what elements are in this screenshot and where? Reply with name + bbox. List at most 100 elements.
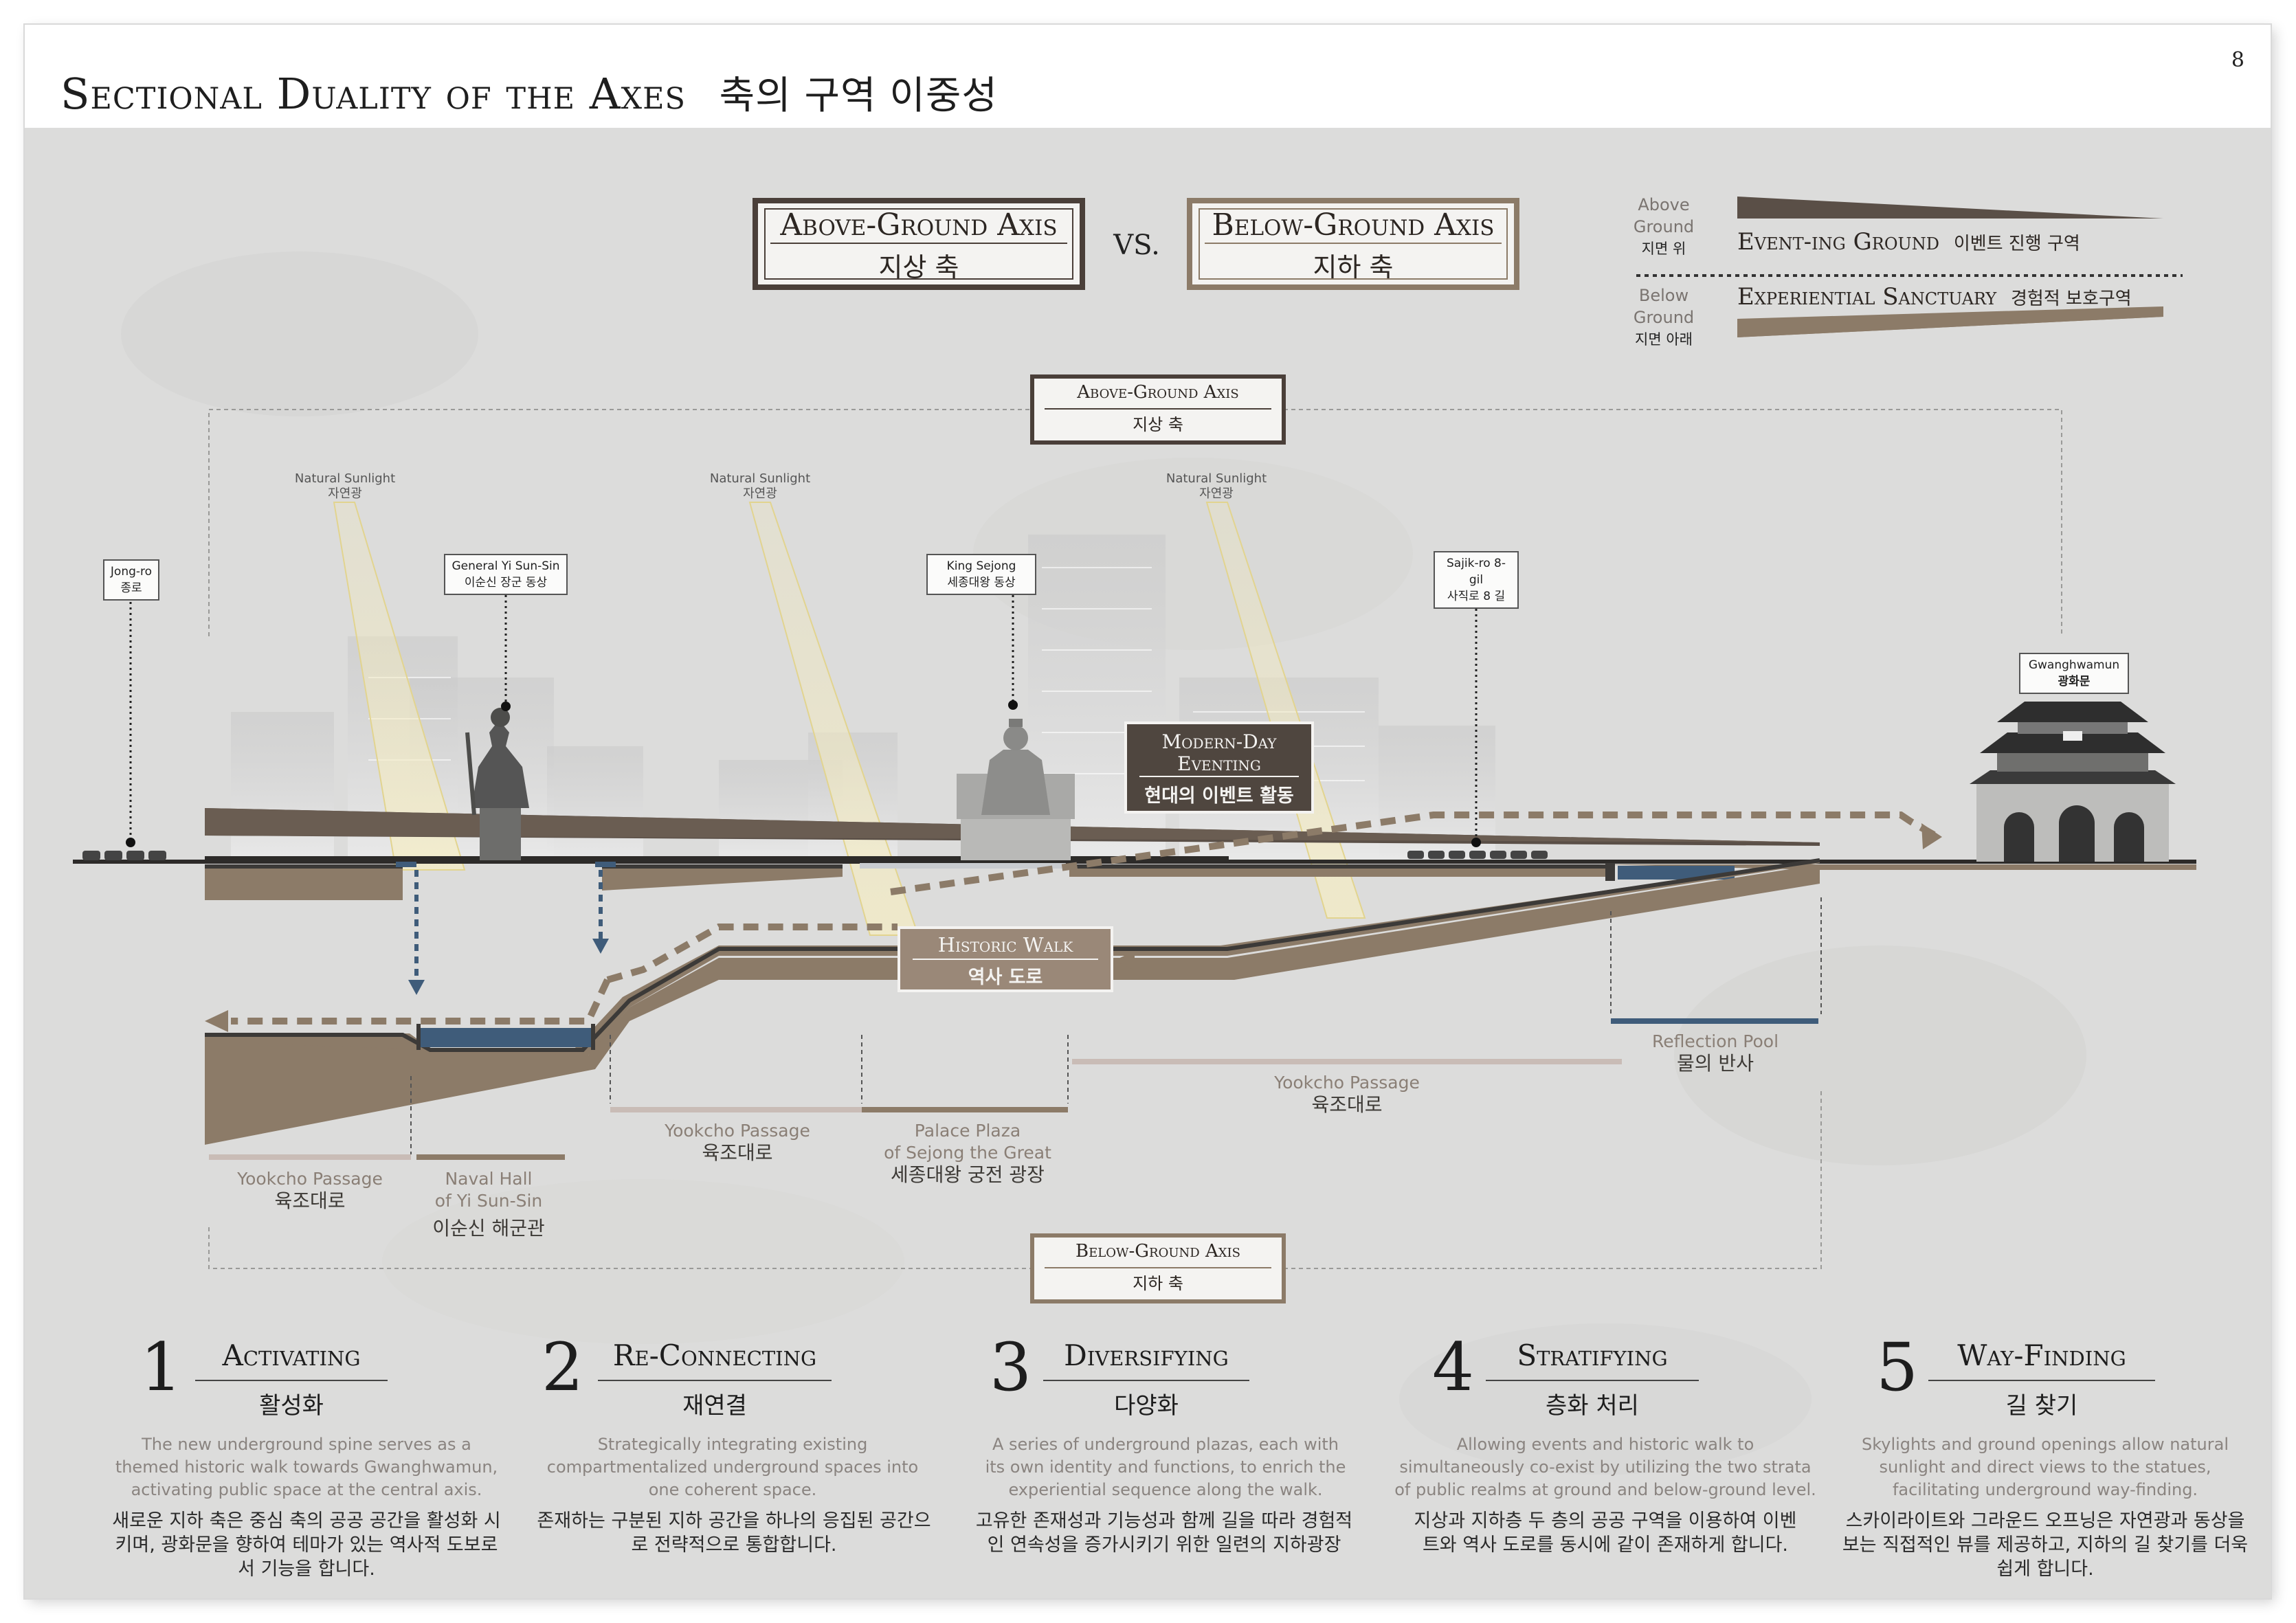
modern-day-line2: Eventing: [1177, 752, 1261, 775]
zone-naval-hall-en1: Naval Hall: [445, 1169, 533, 1189]
below-axis-title: Below-Ground Axis: [1212, 208, 1495, 243]
above-axis-tag: Above-Ground Axis: [1077, 382, 1239, 403]
diagram-panel: Above-Ground Axis 지상 축 VS. Below-Ground …: [25, 128, 2271, 1598]
place-tag-yi-sun-sin: General Yi Sun-Sin 이순신 장군 동상: [444, 554, 568, 595]
legend-below-label-1: Below: [1638, 286, 1689, 305]
zone-yookcho-2: Yookcho Passage 육조대로: [610, 1120, 865, 1164]
place-tag-king-sejong: King Sejong 세종대왕 동상: [926, 554, 1036, 595]
above-axis-frame: [208, 409, 2062, 636]
page-number: 8: [2231, 48, 2244, 72]
zone-palace-plaza-ko: 세종대왕 궁전 광장: [891, 1163, 1045, 1186]
principle-4-rule: [1486, 1380, 1699, 1381]
principle-2-title: Re-Connecting: [612, 1339, 817, 1372]
legend-below-wedge-fill: [1737, 306, 2163, 337]
arrow-head-left: [205, 1010, 228, 1032]
sunlight-label-1-ko: 자연광: [328, 486, 362, 501]
place-leaders: [129, 592, 1478, 842]
zone-yookcho-3: Yookcho Passage 육조대로: [1210, 1072, 1484, 1116]
above-axis-tag-ko: 지상 축: [1133, 415, 1183, 434]
principle-5-rule: [1928, 1380, 2155, 1381]
below-axis-tag: Below-Ground Axis: [1075, 1241, 1240, 1262]
ground-slabs: [205, 862, 2196, 900]
zone-yookcho-3-en: Yookcho Passage: [1274, 1073, 1420, 1093]
zone-naval-hall-ko: 이순신 해군관: [432, 1217, 545, 1240]
page-sheet: Sectional Duality of the Axes 축의 구역 이중성 …: [25, 25, 2271, 1598]
principle-2-desc-ko: 존재하는 구분된 지하 공간을 하나의 응집된 공간으로 전략적으로 통합합니다…: [537, 1510, 931, 1556]
legend-above-text: Event-ing Ground 이벤트 진행 구역: [1737, 228, 2080, 256]
place-king-sejong-ko: 세종대왕 동상: [947, 576, 1016, 590]
place-gwanghwamun-en: Gwanghwamun: [2028, 658, 2120, 672]
legend-above-label-ko: 지면 위: [1641, 240, 1686, 257]
principle-2-number: 2: [542, 1329, 584, 1406]
legend-below-text-ko: 경험적 보호구역: [2011, 289, 2132, 309]
sunlight-label-3-ko: 자연광: [1199, 486, 1234, 501]
legend-below-label-2: Ground: [1633, 308, 1695, 327]
modern-day-title: Modern-Day Eventing: [1126, 731, 1313, 775]
cars-sajik: [1407, 851, 1548, 859]
zone-yookcho-2-ko: 육조대로: [702, 1141, 773, 1164]
place-jongro-en: Jong-ro: [110, 565, 153, 579]
sunlight-label-3: Natural Sunlight 자연광: [1148, 471, 1285, 502]
zone-naval-hall-en2: of Yi Sun-Sin: [434, 1191, 543, 1211]
principle-2-ko: 재연결: [682, 1392, 747, 1420]
zone-palace-plaza: Palace Plaza of Sejong the Great 세종대왕 궁전…: [865, 1120, 1071, 1186]
legend-above-label: Above Ground 지면 위: [1633, 194, 1695, 260]
principle-1-ko: 활성화: [259, 1392, 324, 1420]
principle-5-ko: 길 찾기: [2005, 1392, 2078, 1420]
principle-2-rule: [598, 1380, 832, 1381]
above-axis-title-ko: 지상 축: [878, 252, 959, 282]
principle-4-ko: 층화 처리: [1546, 1392, 1639, 1420]
modern-day-line1: Modern-Day: [1161, 730, 1277, 753]
historic-walk-ko: 역사 도로: [968, 967, 1043, 988]
principle-1-desc-ko: 새로운 지하 축은 중심 축의 공공 공간을 활성화 시키며, 광화문을 향하여…: [112, 1510, 501, 1580]
principle-1-title: Activating: [222, 1339, 361, 1372]
sunlight-label-1: Natural Sunlight 자연광: [276, 471, 414, 502]
zone-reflection-pool-en: Reflection Pool: [1651, 1031, 1779, 1051]
principle-3-desc-ko: 고유한 존재성과 기능성과 함께 길을 따라 경험적인 연속성을 증가시키기 위…: [975, 1510, 1353, 1556]
place-yi-sun-sin-en: General Yi Sun-Sin: [452, 559, 560, 573]
legend-below-label-ko: 지면 아래: [1635, 331, 1693, 348]
legend-above-text-en: Event-ing Ground: [1737, 228, 1940, 256]
zone-yookcho-3-ko: 육조대로: [1311, 1093, 1383, 1116]
principle-2-desc-en: Strategically integrating existing compa…: [546, 1435, 919, 1499]
sunlight-label-2-en: Natural Sunlight: [709, 471, 811, 486]
place-tag-gwanghwamun: Gwanghwamun 광화문: [2019, 653, 2129, 694]
section-drawing: [73, 197, 2196, 1475]
legend-below-text-en: Experiential Sanctuary: [1737, 283, 1997, 311]
principle-4-number: 4: [1432, 1329, 1475, 1406]
principle-4-desc-en: Allowing events and historic walk to sim…: [1394, 1435, 1816, 1499]
sunlight-label-2-ko: 자연광: [743, 486, 777, 501]
statue-king-sejong: [957, 719, 1075, 860]
zone-lines: [209, 1018, 1818, 1160]
zone-palace-plaza-en1: Palace Plaza: [914, 1121, 1021, 1141]
page-title: Sectional Duality of the Axes 축의 구역 이중성: [60, 65, 998, 120]
above-axis-title: Above-Ground Axis: [780, 208, 1058, 243]
legend-above-label-2: Ground: [1633, 217, 1695, 236]
place-yi-sun-sin-ko: 이순신 장군 동상: [464, 576, 548, 590]
principle-5-desc-ko: 스카이라이트와 그라운드 오프닝은 자연광과 동상을 보는 직접적인 뷰를 제공…: [1842, 1510, 2249, 1580]
principle-1-desc-en: The new underground spine serves as a th…: [115, 1435, 498, 1499]
cars-jongro: [82, 851, 166, 860]
principle-3-title: Diversifying: [1064, 1339, 1229, 1372]
skylight-arrows: [414, 870, 603, 980]
modern-day-box: [1124, 721, 1314, 814]
arrow-head-historic-right: [1114, 951, 1135, 970]
zone-naval-hall: Naval Hall of Yi Sun-Sin 이순신 해군관: [410, 1168, 568, 1240]
underground-walk: [205, 858, 1820, 1145]
legend-below-text: Experiential Sanctuary 경험적 보호구역: [1737, 283, 2132, 311]
principle-4-title: Stratifying: [1517, 1339, 1668, 1372]
principle-3-ko: 다양화: [1114, 1392, 1179, 1420]
arrow-head-gwanghwamun: [1921, 823, 1942, 849]
zone-dividers: [410, 897, 1822, 1154]
above-axis-header-box: [753, 198, 1085, 290]
vs-label: VS.: [1113, 230, 1160, 261]
zone-reflection-pool-ko: 물의 반사: [1677, 1052, 1754, 1075]
principle-1-rule: [195, 1380, 388, 1381]
zone-yookcho-2-en: Yookcho Passage: [665, 1121, 810, 1141]
panel-texture: [121, 251, 2086, 1475]
sunlight-label-3-en: Natural Sunlight: [1166, 471, 1267, 486]
place-sajik-en: Sajik-ro 8-gil: [1446, 557, 1506, 587]
legend-above-label-1: Above: [1638, 195, 1690, 214]
principle-3-number: 3: [990, 1329, 1032, 1406]
modern-day-ko: 현대의 이벤트 활동: [1144, 785, 1294, 807]
